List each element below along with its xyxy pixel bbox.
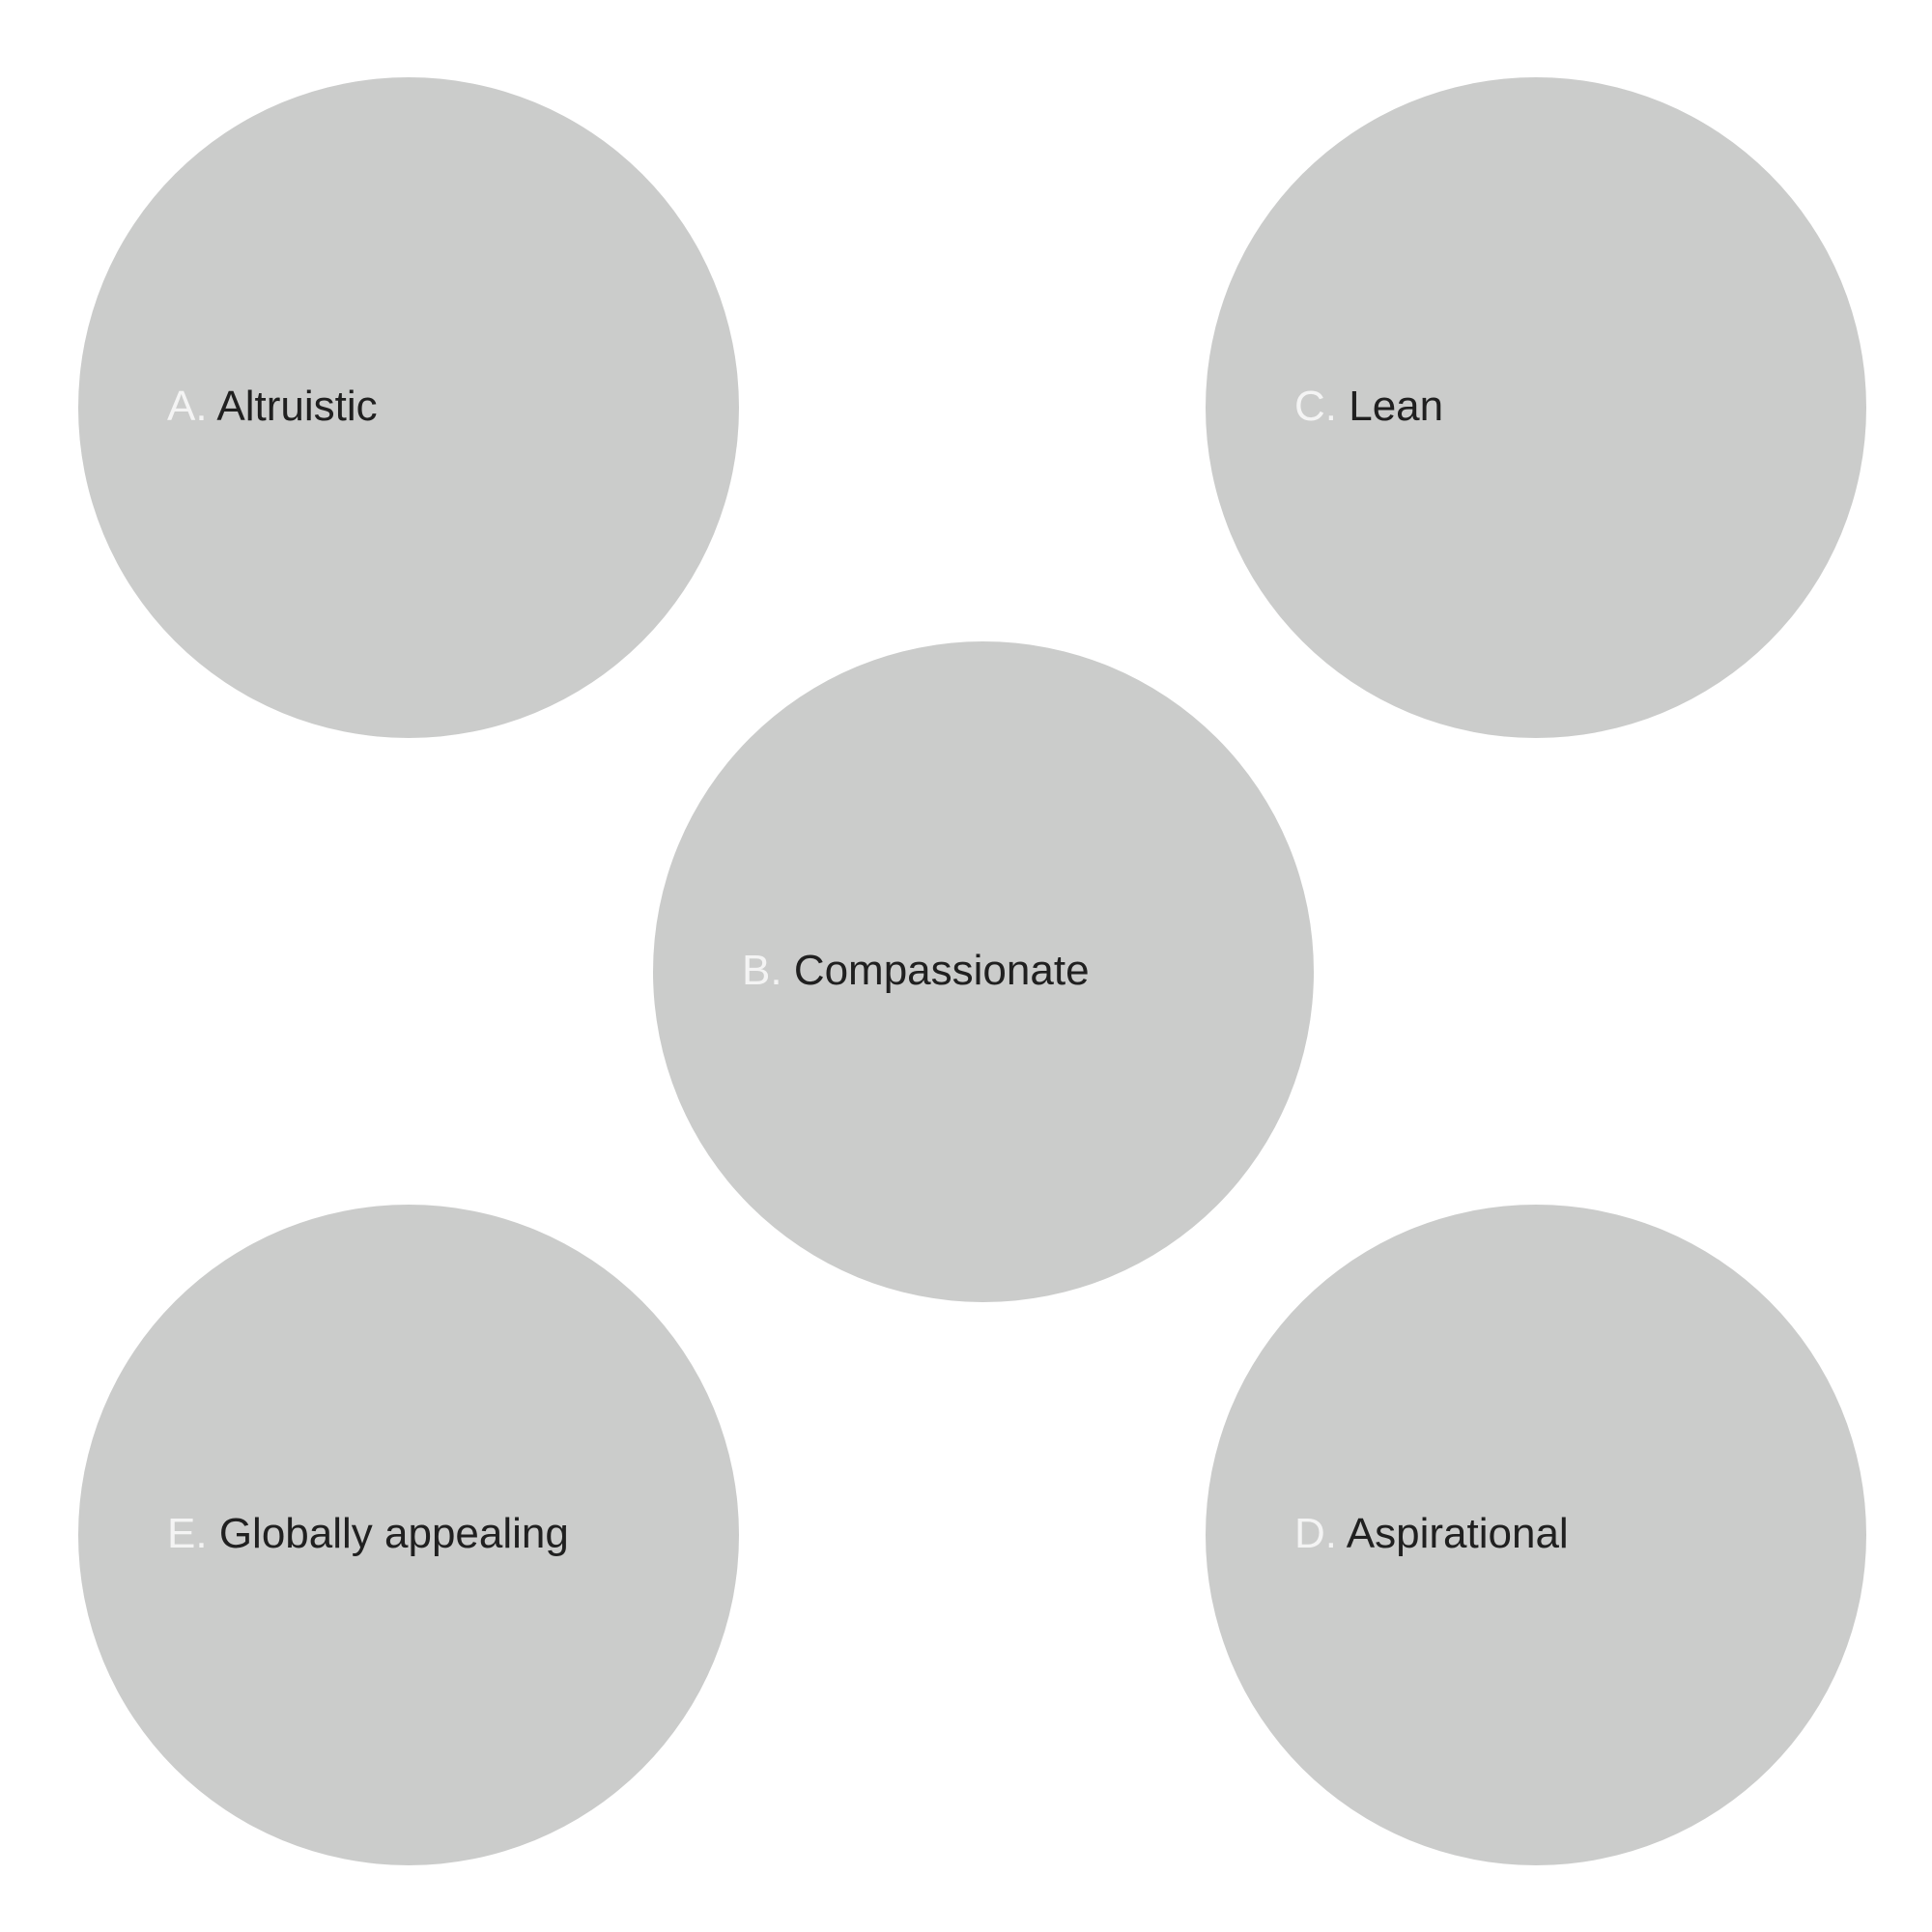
option-letter-c: C. xyxy=(1294,383,1337,430)
option-letter-d: D. xyxy=(1294,1510,1337,1557)
option-text-d: Aspirational xyxy=(1346,1510,1569,1557)
option-label-a: A. Altruistic xyxy=(167,381,378,433)
option-circle-b[interactable]: B. Compassionate xyxy=(653,641,1314,1302)
option-circle-e[interactable]: E. Globally appealing xyxy=(78,1205,739,1865)
option-text-a: Altruistic xyxy=(216,383,378,430)
option-circle-c[interactable]: C. Lean xyxy=(1206,77,1866,738)
option-text-c: Lean xyxy=(1349,383,1444,430)
option-circle-d[interactable]: D. Aspirational xyxy=(1206,1205,1866,1865)
option-circle-a[interactable]: A. Altruistic xyxy=(78,77,739,738)
option-label-d: D. Aspirational xyxy=(1294,1508,1569,1560)
option-letter-e: E. xyxy=(167,1510,208,1557)
option-letter-b: B. xyxy=(742,947,782,994)
option-letter-a: A. xyxy=(167,383,208,430)
option-text-e: Globally appealing xyxy=(218,1510,569,1557)
option-label-c: C. Lean xyxy=(1294,381,1443,433)
option-label-b: B. Compassionate xyxy=(742,945,1090,997)
option-label-e: E. Globally appealing xyxy=(167,1508,569,1560)
option-text-b: Compassionate xyxy=(793,947,1090,994)
